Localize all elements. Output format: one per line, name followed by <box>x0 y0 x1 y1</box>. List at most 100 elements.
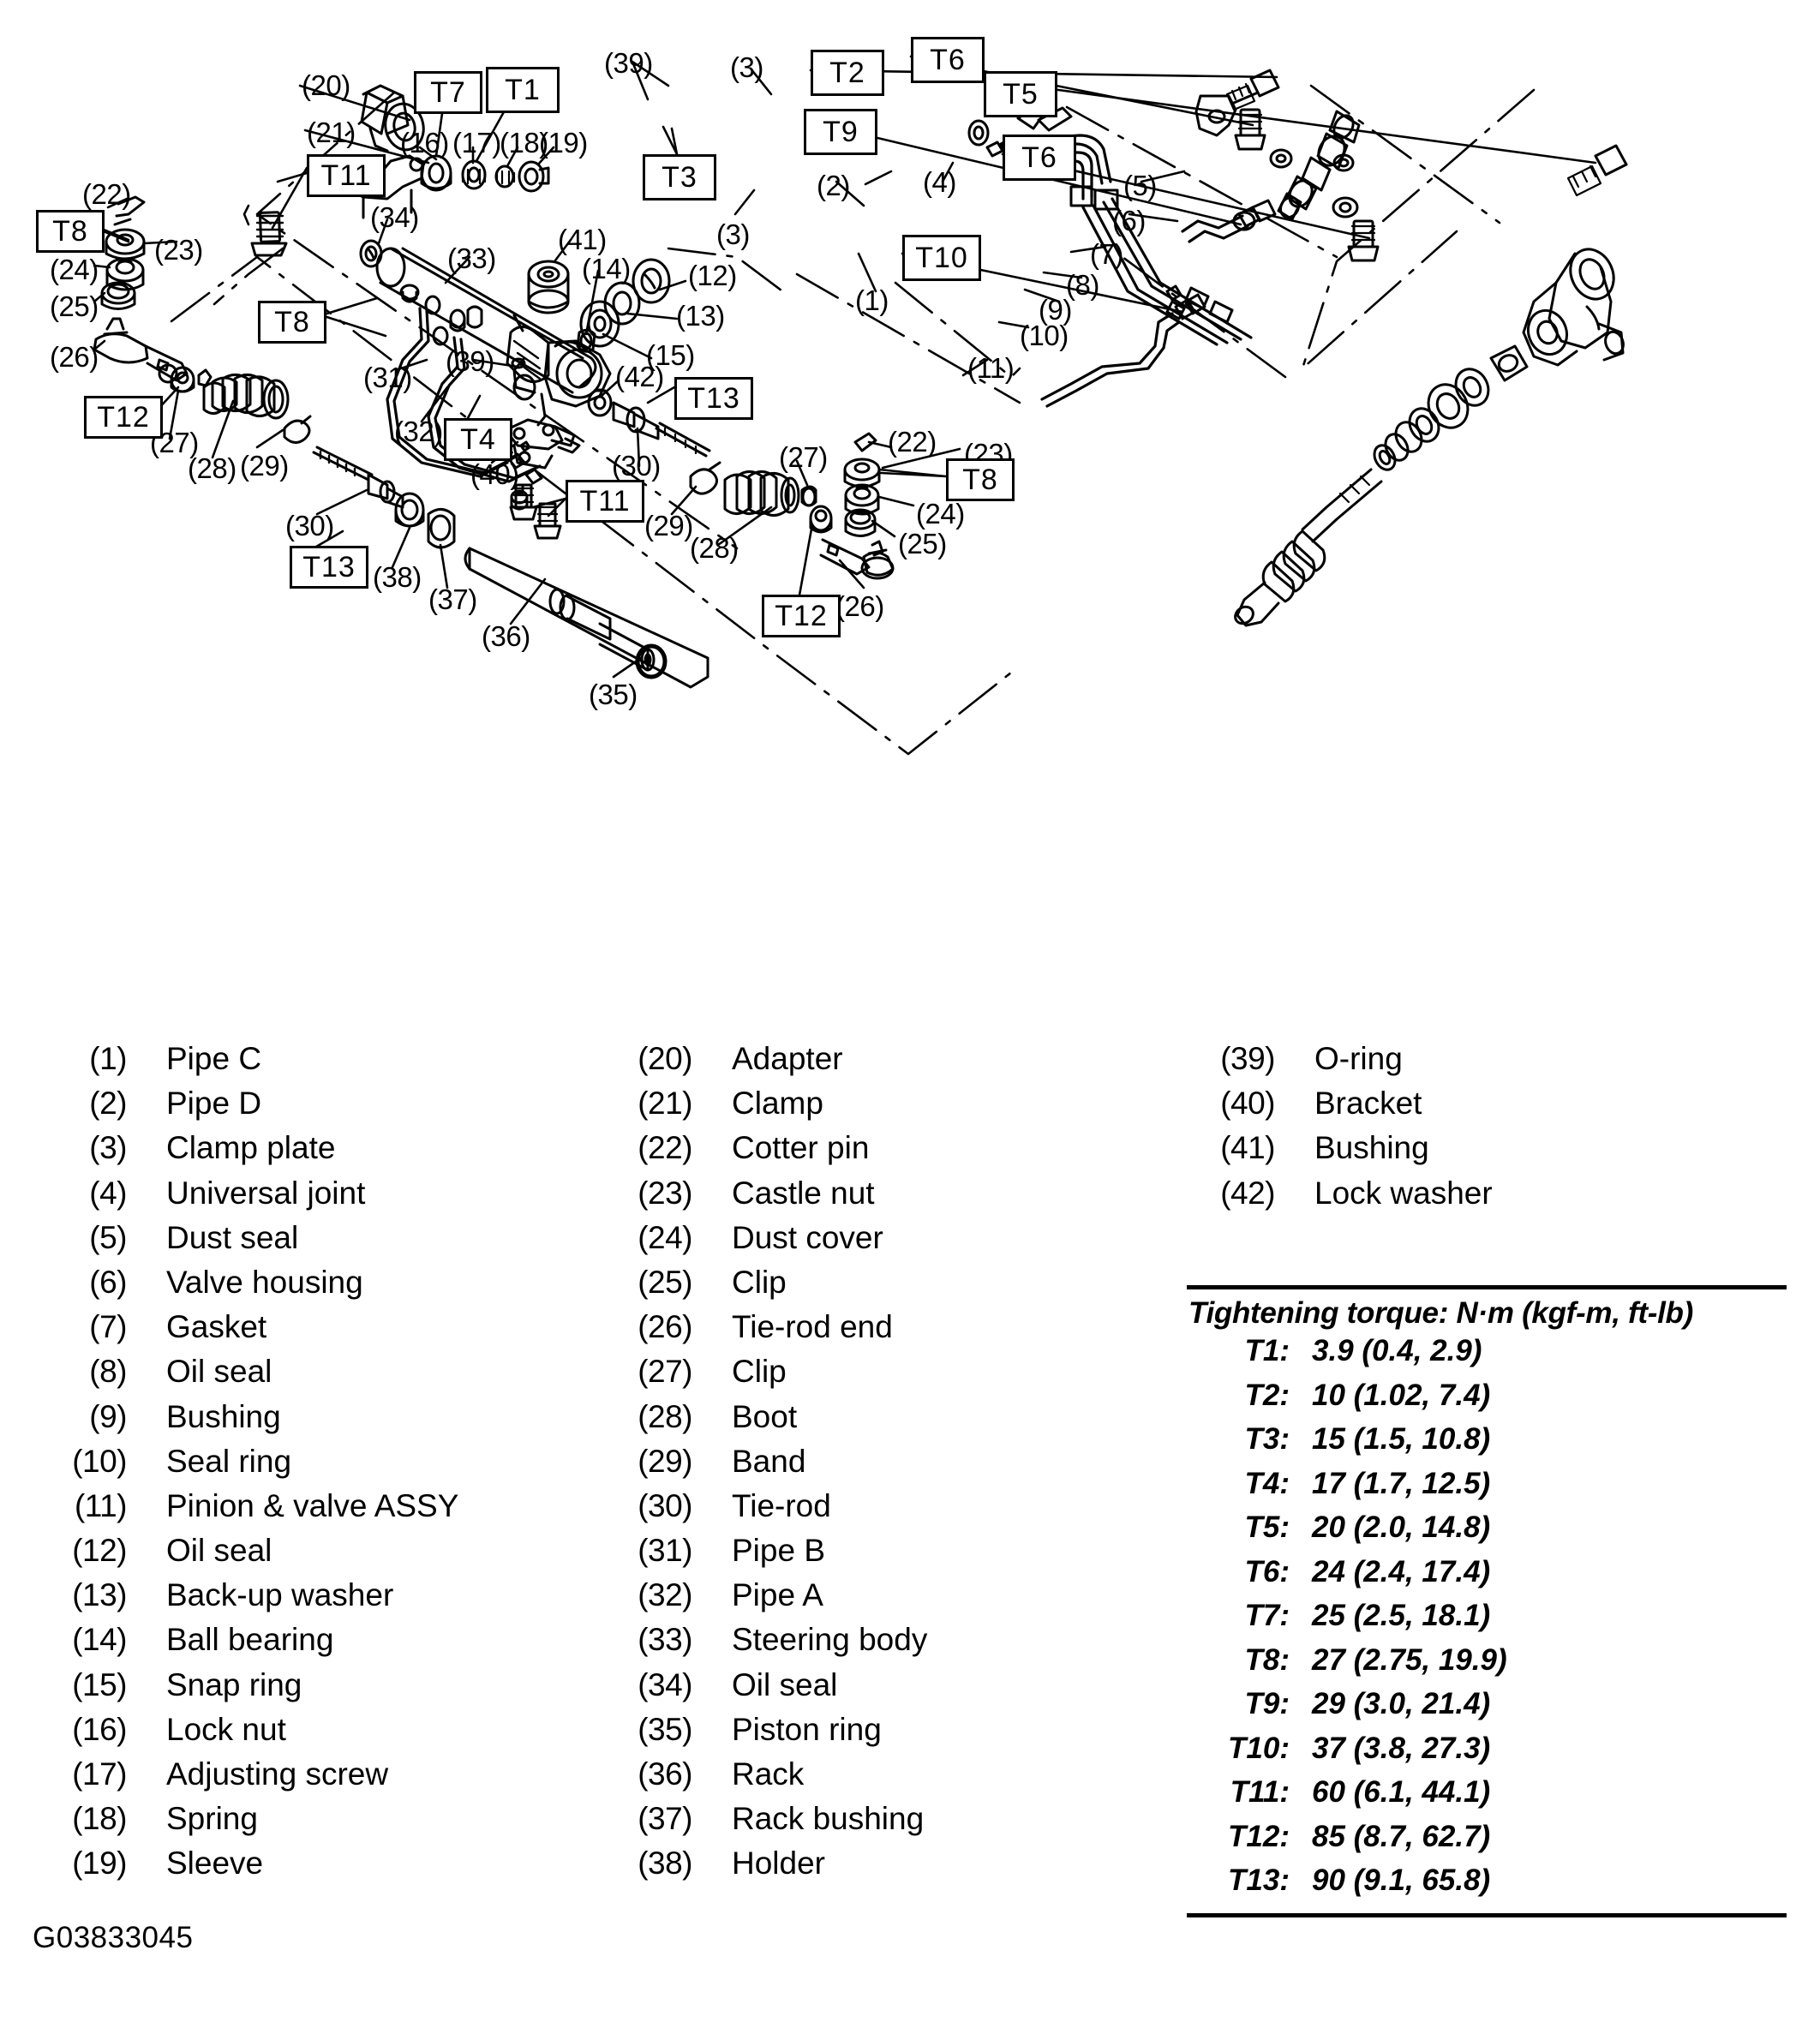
parts-list-row: (15)Snap ring <box>34 1667 583 1712</box>
part-name: Adapter <box>732 1041 843 1076</box>
torque-row: T12:85 (8.7, 62.7) <box>1187 1820 1787 1864</box>
parts-list-row: (41) Bushing <box>1182 1130 1594 1175</box>
part-name: Pipe A <box>732 1577 823 1613</box>
callout-label: (37) <box>428 583 477 615</box>
torque-tag-t3: T3 <box>643 154 716 200</box>
callout-label: (5) <box>1123 170 1157 201</box>
part-number: (40) <box>1220 1086 1275 1122</box>
part-number: (17) <box>72 1756 127 1792</box>
part-number: (5) <box>89 1219 127 1255</box>
part-name: Dust seal <box>166 1219 299 1255</box>
part-name: Oil seal <box>166 1354 272 1390</box>
torque-key: T2: <box>1244 1378 1290 1412</box>
part-number: (31) <box>638 1533 692 1569</box>
part-name: Rack bushing <box>732 1801 925 1837</box>
callout-label: (32) <box>394 416 443 447</box>
callout-label: (26) <box>835 590 884 622</box>
callout-label: (22) <box>888 426 937 458</box>
parts-list-row: (28)Boot <box>600 1399 1148 1444</box>
parts-list-column-1: (1)Pipe C(2)Pipe D(3)Clamp plate(4)Unive… <box>34 1041 583 1891</box>
parts-list: (1)Pipe C(2)Pipe D(3)Clamp plate(4)Unive… <box>0 1041 1820 1975</box>
part-number: (27) <box>638 1354 692 1390</box>
torque-tag-t6: T6 <box>1003 135 1076 181</box>
part-name: O-ring <box>1314 1041 1403 1076</box>
part-number: (12) <box>72 1533 127 1569</box>
callout-label: (10) <box>1020 320 1069 351</box>
torque-tag-t2: T2 <box>811 50 884 96</box>
tightening-torque-table: Tightening torque: N·m (kgf-m, ft-lb) T1… <box>1187 1285 1787 1917</box>
part-number: (34) <box>638 1666 692 1702</box>
callout-label: (34) <box>370 201 419 233</box>
part-name: Clip <box>732 1354 787 1390</box>
part-number: (41) <box>1220 1130 1275 1166</box>
part-number: (7) <box>89 1309 127 1345</box>
parts-list-row: (38)Holder <box>600 1846 1148 1890</box>
parts-list-row: (16)Lock nut <box>34 1712 583 1756</box>
callout-label: (28) <box>690 532 739 564</box>
part-name: Pipe C <box>166 1041 262 1076</box>
part-name: Gasket <box>166 1309 267 1345</box>
parts-list-row: (29) Band <box>600 1444 1148 1488</box>
torque-row: T10:37 (3.8, 27.3) <box>1187 1732 1787 1776</box>
torque-key: T6: <box>1244 1554 1290 1588</box>
torque-row: T9:29 (3.0, 21.4) <box>1187 1687 1787 1732</box>
parts-list-row: (2) Pipe D <box>34 1086 583 1130</box>
parts-list-row: (30)Tie-rod <box>600 1488 1148 1533</box>
part-number: (38) <box>638 1846 692 1881</box>
callout-label: (3) <box>716 218 750 250</box>
torque-key: T8: <box>1244 1642 1290 1677</box>
part-name: Tie-rod end <box>732 1309 893 1345</box>
parts-list-row: (6) Valve housing <box>34 1265 583 1309</box>
part-number: (24) <box>638 1219 692 1255</box>
torque-key: T7: <box>1244 1599 1290 1632</box>
torque-key: T13: <box>1228 1864 1290 1897</box>
callout-label: (25) <box>898 528 947 559</box>
parts-list-row: (20)Adapter <box>600 1041 1148 1086</box>
parts-list-row: (36)Rack <box>600 1756 1148 1801</box>
part-number: (32) <box>638 1577 692 1613</box>
part-name: Bushing <box>1314 1130 1429 1166</box>
torque-tag-t12: T12 <box>762 595 841 637</box>
part-number: (30) <box>638 1487 692 1523</box>
part-name: Band <box>732 1443 806 1479</box>
parts-list-row: (19)Sleeve <box>34 1846 583 1890</box>
part-number: (29) <box>638 1443 692 1479</box>
torque-tag-t11: T11 <box>566 480 644 523</box>
part-number: (6) <box>89 1264 127 1300</box>
parts-list-row: (7) Gasket <box>34 1309 583 1354</box>
torque-row: T4:17 (1.7, 12.5) <box>1187 1467 1787 1511</box>
torque-value: 90 (9.1, 65.8) <box>1312 1864 1491 1897</box>
torque-key: T1: <box>1244 1334 1290 1367</box>
part-name: Clip <box>732 1264 787 1300</box>
part-number: (11) <box>74 1487 128 1523</box>
callout-label: (11) <box>967 352 1015 384</box>
part-name: Pipe D <box>166 1086 262 1122</box>
part-name: Valve housing <box>166 1264 363 1300</box>
parts-list-row: (18)Spring <box>34 1801 583 1846</box>
torque-tag-t8: T8 <box>946 458 1015 501</box>
part-number: (22) <box>638 1130 692 1166</box>
torque-value: 24 (2.4, 17.4) <box>1312 1554 1491 1588</box>
part-number: (21) <box>638 1086 692 1122</box>
callout-label: (12) <box>688 260 737 291</box>
parts-list-row: (17)Adjusting screw <box>34 1756 583 1801</box>
parts-list-row: (14)Ball bearing <box>34 1622 583 1666</box>
part-number: (16) <box>72 1711 127 1747</box>
torque-key: T9: <box>1244 1687 1290 1720</box>
callout-label: (2) <box>817 170 850 201</box>
part-name: Castle nut <box>732 1175 875 1211</box>
torque-value: 25 (2.5, 18.1) <box>1312 1599 1491 1632</box>
part-number: (2) <box>89 1086 127 1122</box>
part-number: (8) <box>89 1354 127 1390</box>
callout-label: (40) <box>470 458 519 490</box>
part-number: (9) <box>89 1398 127 1434</box>
callout-label: (3) <box>730 51 763 83</box>
callout-label: (36) <box>482 620 530 652</box>
callout-label: (28) <box>188 452 236 484</box>
torque-row: T5:20 (2.0, 14.8) <box>1187 1511 1787 1555</box>
part-name: Spring <box>166 1801 258 1837</box>
torque-key: T5: <box>1244 1511 1290 1544</box>
callout-label: (8) <box>1066 269 1099 301</box>
callout-label: (29) <box>240 450 289 482</box>
